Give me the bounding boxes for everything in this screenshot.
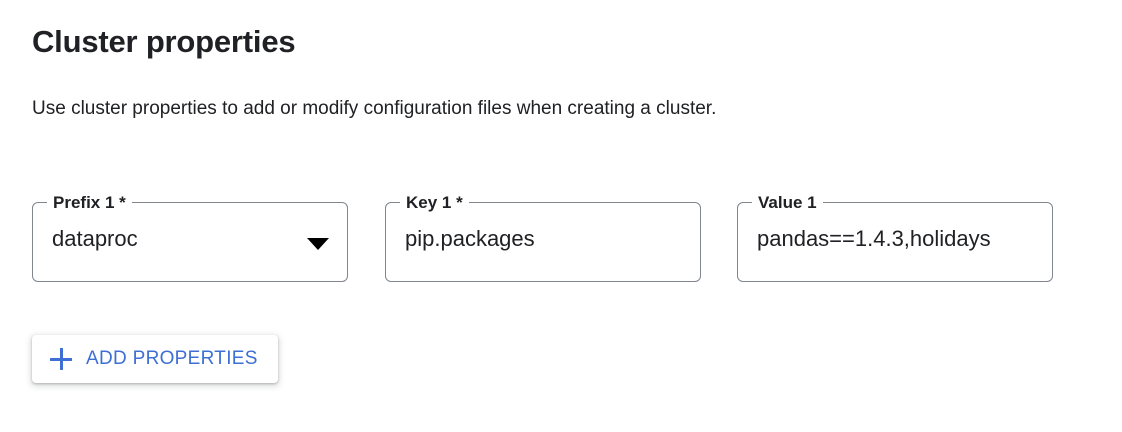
key-label-notch: Key 1 *: [400, 192, 469, 214]
value-input-value[interactable]: pandas==1.4.3,holidays: [757, 226, 991, 251]
prefix-select-value[interactable]: dataproc: [52, 226, 138, 251]
key-field-label: Key 1 *: [406, 193, 463, 212]
key-input-field[interactable]: Key 1 * pip.packages: [385, 192, 701, 282]
prefix-field-label: Prefix 1 *: [53, 193, 126, 212]
plus-icon: [50, 348, 72, 370]
value-input-field[interactable]: Value 1 pandas==1.4.3,holidays: [737, 192, 1053, 282]
page-title: Cluster properties: [32, 24, 296, 59]
key-input-value[interactable]: pip.packages: [405, 226, 535, 251]
add-properties-button[interactable]: ADD PROPERTIES: [32, 335, 278, 383]
prefix-select-field[interactable]: Prefix 1 * dataproc: [32, 192, 348, 282]
page-description: Use cluster properties to add or modify …: [32, 98, 717, 119]
add-properties-label: ADD PROPERTIES: [86, 348, 258, 369]
value-field-label: Value 1: [758, 193, 817, 212]
value-label-notch: Value 1: [752, 192, 823, 214]
prefix-label-notch: Prefix 1 *: [47, 192, 132, 214]
chevron-down-icon[interactable]: [307, 238, 329, 250]
